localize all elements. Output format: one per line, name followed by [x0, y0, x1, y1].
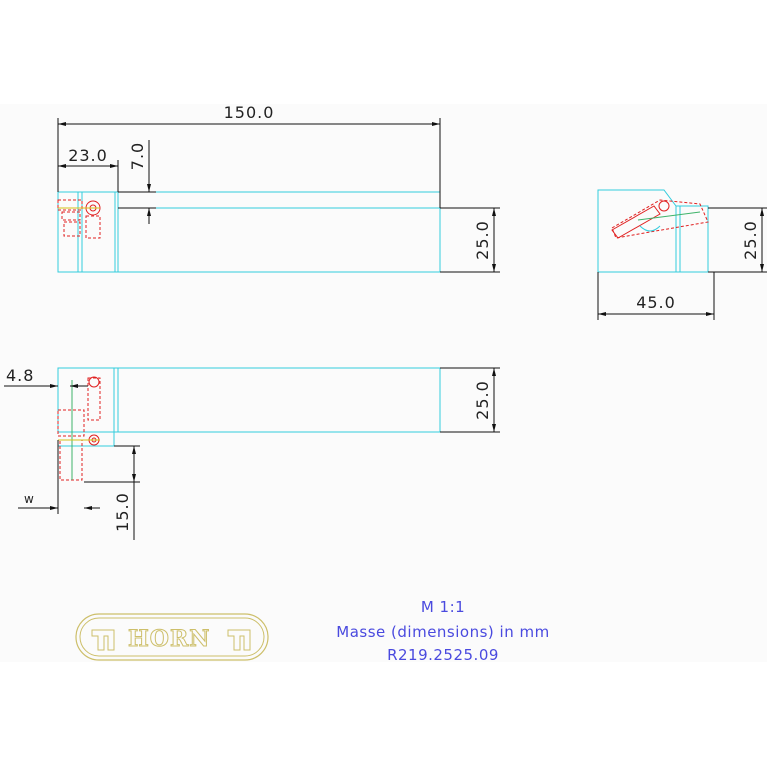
dim-length: 150.0 — [224, 103, 275, 122]
dim-height-side: 25.0 — [473, 220, 492, 260]
end-view: 25.0 45.0 — [597, 189, 767, 320]
units-label: Masse (dimensions) in mm — [336, 623, 549, 641]
horn-logo: HORN — [75, 613, 269, 661]
scale-label: M 1:1 — [421, 598, 465, 616]
dim-cut-width: 4.8 — [6, 366, 34, 385]
side-view-outline — [57, 191, 441, 273]
dim-offset-bottom: 15.0 — [113, 492, 132, 532]
top-view: 25.0 4.8 w 15.0 — [4, 366, 500, 540]
insert-side-view — [57, 199, 101, 239]
dim-offset-top: 7.0 — [128, 142, 147, 170]
logo-text: HORN — [128, 626, 210, 652]
dim-height-top-view: 25.0 — [473, 380, 492, 420]
title-block: M 1:1 Masse (dimensions) in mm R219.2525… — [336, 598, 549, 664]
part-number: R219.2525.09 — [387, 646, 499, 664]
top-view-outline — [57, 367, 441, 433]
dim-head-width: 23.0 — [68, 146, 108, 165]
insert-top-view — [57, 376, 101, 481]
dim-w-label: w — [24, 492, 34, 506]
drawing-sheet — [0, 104, 767, 662]
dim-width-end: 45.0 — [636, 293, 676, 312]
side-view: 150.0 23.0 7.0 25.0 — [57, 103, 500, 273]
insert-end-view — [611, 199, 709, 239]
dim-height-end: 25.0 — [741, 220, 760, 260]
